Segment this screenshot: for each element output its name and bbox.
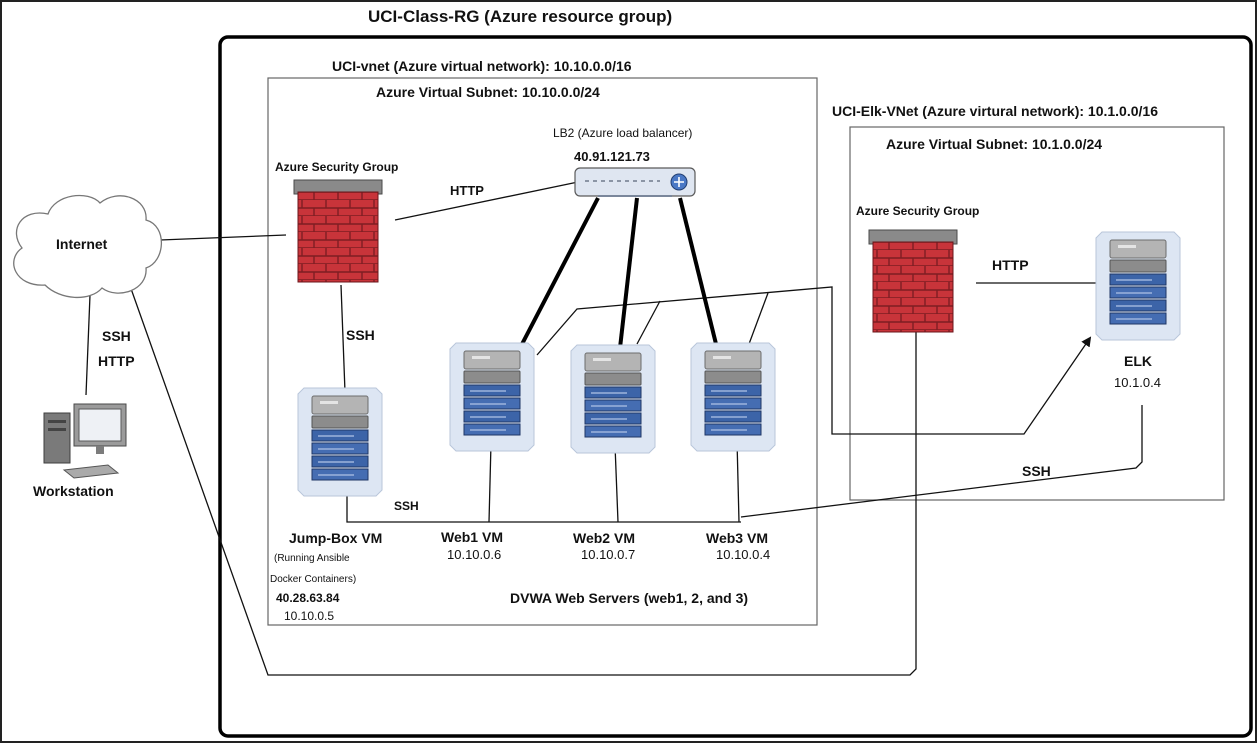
load-balancer-ip: 40.91.121.73 — [574, 149, 650, 164]
vnet-subnet-title: Azure Virtual Subnet: 10.10.0.0/24 — [376, 84, 600, 100]
jumpbox-server-icon — [297, 387, 383, 497]
ssh-bus — [346, 488, 741, 523]
web2-ip: 10.10.0.7 — [581, 547, 636, 562]
ssh-elk-label: SSH — [1022, 463, 1051, 479]
bus-web2 — [614, 444, 619, 523]
lb-web1-link — [518, 197, 600, 349]
internet-sg-connector — [159, 234, 287, 241]
jumpbox-note-2: Docker Containers) — [270, 574, 357, 585]
bus-web3 — [736, 439, 740, 523]
bus-web1 — [488, 442, 492, 523]
logs-branch-3 — [748, 292, 769, 345]
sg-jumpbox-connector — [340, 284, 346, 393]
workstation-ssh-label: SSH — [102, 328, 131, 344]
logs-path — [536, 286, 1092, 435]
security-group-firewall-icon — [293, 179, 383, 283]
web2-server-icon — [570, 344, 656, 454]
logs-branch-2 — [636, 300, 661, 345]
http-internet-label: HTTP — [450, 183, 484, 198]
elk-name: ELK — [1124, 353, 1152, 369]
elk-security-group-label: Azure Security Group — [856, 204, 980, 218]
ssh-to-elk — [740, 405, 1143, 518]
jumpbox-name: Jump-Box VM — [289, 530, 383, 546]
web3-ip: 10.10.0.4 — [716, 547, 771, 562]
resource-group-title: UCI-Class-RG (Azure resource group) — [368, 7, 673, 26]
vnet-title: UCI-vnet (Azure virtual network): 10.10.… — [332, 58, 632, 74]
workstation-label: Workstation — [33, 483, 114, 499]
workstation-icon — [43, 403, 127, 479]
http-elk-label: HTTP — [992, 257, 1029, 273]
lb-web2-link — [618, 197, 639, 349]
dvwa-label: DVWA Web Servers (web1, 2, and 3) — [510, 590, 749, 606]
load-balancer-icon — [574, 167, 696, 197]
elk-vnet-box — [849, 126, 1225, 501]
elk-server-icon — [1095, 231, 1181, 341]
workstation-http-label: HTTP — [98, 353, 135, 369]
ssh-jumpbox-web-label: SSH — [394, 499, 419, 513]
jumpbox-private-ip: 10.10.0.5 — [284, 609, 335, 623]
elk-ip: 10.1.0.4 — [1114, 375, 1161, 390]
web2-name: Web2 VM — [573, 530, 635, 546]
jumpbox-public-ip: 40.28.63.84 — [276, 591, 340, 605]
web1-ip: 10.10.0.6 — [447, 547, 502, 562]
elk-security-group-firewall-icon — [868, 229, 958, 333]
web1-server-icon — [449, 342, 535, 452]
web3-server-icon — [690, 342, 776, 452]
workstation-elk-route — [128, 282, 917, 676]
vnet-box — [267, 77, 818, 626]
load-balancer-label: LB2 (Azure load balancer) — [553, 126, 693, 140]
elk-vnet-subnet-title: Azure Virtual Subnet: 10.1.0.0/24 — [886, 136, 1103, 152]
web3-name: Web3 VM — [706, 530, 768, 546]
elk-vnet-title: UCI-Elk-VNet (Azure virtural network): 1… — [832, 103, 1158, 119]
lb-web3-link — [678, 197, 719, 349]
internet-cloud — [13, 194, 162, 299]
jumpbox-note-1: (Running Ansible — [274, 553, 350, 564]
ssh-sg-jumpbox-label: SSH — [346, 327, 375, 343]
security-group-label: Azure Security Group — [275, 160, 399, 174]
sg-lb-connector — [394, 181, 579, 221]
internet-label: Internet — [56, 236, 108, 252]
web1-name: Web1 VM — [441, 529, 503, 545]
internet-workstation-connector — [85, 294, 91, 396]
resource-group-box — [218, 35, 1253, 738]
